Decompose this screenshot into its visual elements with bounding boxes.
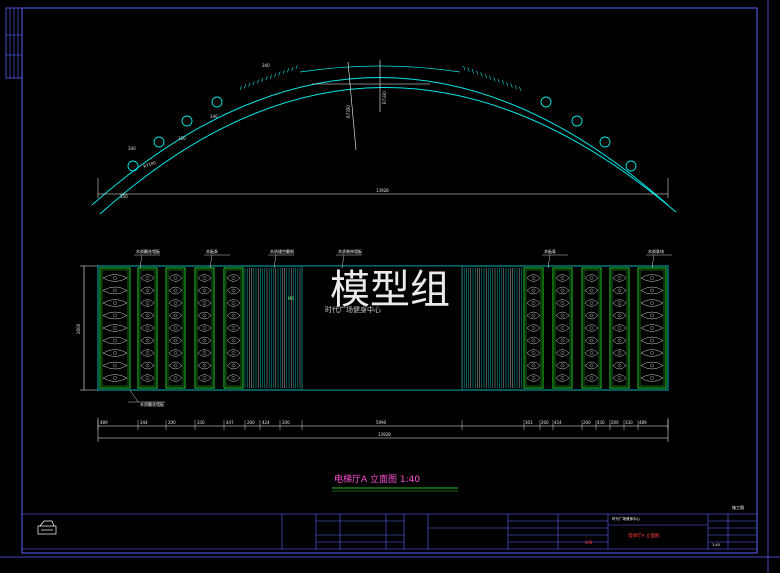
slat-block [244, 268, 301, 388]
company-logo-icon [37, 520, 57, 535]
carved-panel [194, 267, 215, 389]
tb-scale: 1:40 [712, 543, 720, 547]
elevation-title: 电梯厅A 立面图 1:40 [334, 473, 420, 485]
elevation-dimensions: 13928 5990 489 344 200 330 447 200 424 200 301 20… [97, 418, 669, 442]
tb-sheet-id: 施工图 [732, 504, 744, 510]
center-dim-label: 5990 [376, 420, 387, 425]
segment-label-3: 340 [210, 114, 218, 119]
overall-dim-label: 13928 [378, 432, 391, 437]
carved-panel [581, 267, 602, 389]
carved-panel [523, 267, 544, 389]
dim-label-left: 200 [247, 420, 255, 425]
dim-label-right: 330 [625, 420, 633, 425]
dim-label-right: 424 [554, 420, 562, 425]
dim-label-right: 301 [525, 420, 533, 425]
segment-label-5: 350 [120, 194, 128, 199]
elevation-view: 2600 木质雕花墙板 木板条 木质镂空雕刻 木质装饰墙板 木板条 木质条块 木质雕花墙板… [76, 248, 672, 407]
material-note: 木板条 [206, 248, 218, 254]
dim-label-right: 200 [611, 420, 619, 425]
radius-line-1 [347, 61, 357, 151]
carved-panel [99, 267, 131, 389]
segment-label-1: 340 [128, 146, 136, 151]
carved-panel [223, 267, 244, 389]
material-note: 木质镂空雕刻 [270, 248, 294, 254]
segment-label-2: 350 [178, 136, 186, 141]
bottom-note: 木质雕花墙板 [140, 401, 164, 407]
wood-slat-areas [244, 268, 522, 388]
material-note: 木质雕花墙板 [136, 248, 160, 254]
dim-label-right: 200 [541, 420, 549, 425]
material-notes: 木质雕花墙板 木板条 木质镂空雕刻 木质装饰墙板 木板条 木质条块 [134, 248, 672, 269]
material-note: 木板条 [544, 248, 556, 254]
material-note: 木质条块 [648, 248, 664, 254]
center-caption: 时代广场健身中心 [325, 305, 381, 314]
radius-label-1: R7350 [346, 105, 351, 118]
carved-panel [165, 267, 186, 389]
watermark-text: 模型组 [330, 267, 450, 313]
carved-panels [99, 267, 667, 389]
plan-width-label: 13928 [376, 188, 389, 193]
dim-label-left: 424 [262, 420, 270, 425]
center-opening [301, 265, 463, 391]
slat-block [461, 268, 522, 388]
radius-label-3: R7100 [143, 160, 157, 169]
height-label: 2600 [76, 323, 81, 334]
dim-label-right: 430 [597, 420, 605, 425]
dim-label-left: 489 [100, 420, 108, 425]
slat-note: MS [288, 296, 294, 301]
dim-label-right: 489 [639, 420, 647, 425]
dim-label-left: 200 [282, 420, 290, 425]
segment-label-4: 340 [262, 63, 270, 68]
inner-arc [99, 87, 677, 215]
tb-drawing-name: 电梯厅A 立面图 [628, 532, 660, 539]
title-block [21, 513, 758, 550]
plan-arc-view: R7350 R7330 R7100 340 350 340 340 350 13… [91, 60, 677, 215]
tb-sheet-number: 0/8 [585, 540, 592, 546]
dim-label-left: 447 [226, 420, 234, 425]
column-circles [127, 96, 637, 172]
carved-panel [552, 267, 573, 389]
binding-strip [5, 7, 23, 79]
dim-label-right: 200 [583, 420, 591, 425]
dim-label-left: 330 [197, 420, 205, 425]
material-note: 木质装饰墙板 [338, 248, 362, 254]
drawing-frame [21, 7, 758, 554]
carved-panel [137, 267, 158, 389]
carved-panel [609, 267, 630, 389]
slat-teeth-left [239, 65, 298, 91]
dim-label-left: 344 [140, 420, 148, 425]
slat-teeth-right [463, 65, 522, 91]
tb-project: 时代广场健身中心 [612, 516, 640, 521]
radius-label-2: R7330 [382, 91, 387, 104]
dim-label-left: 200 [168, 420, 176, 425]
